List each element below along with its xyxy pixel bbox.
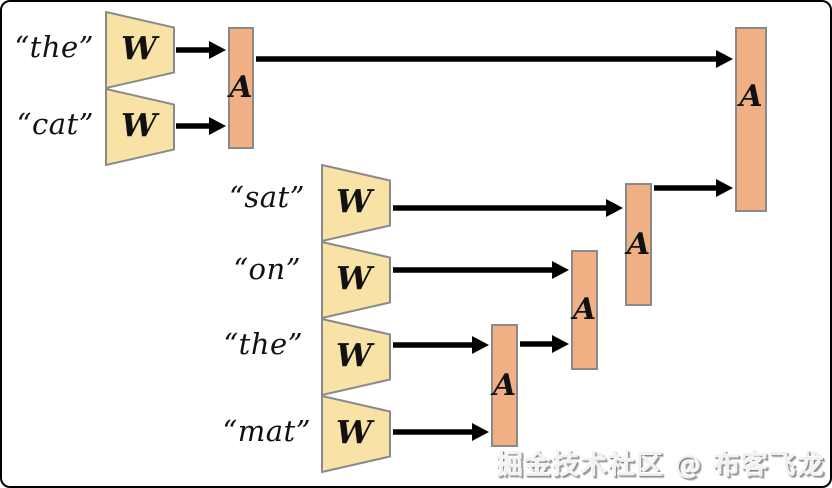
w-unit-label-cat: W [121, 106, 157, 145]
word-label-cat: “cat” [16, 106, 94, 141]
a-unit-label-root: A [739, 79, 763, 114]
word-label-sat: “sat” [229, 179, 305, 214]
w-unit-label-the-1: W [121, 29, 157, 68]
arrowhead-the1-to-a1 [209, 41, 226, 59]
w-trapezoid-on [321, 240, 391, 320]
a-block-sat: A [625, 183, 652, 306]
w-trapezoid-mat [321, 394, 391, 474]
a-unit-label-the-cat: A [229, 70, 253, 105]
arrowhead-sat-to-asat [606, 199, 623, 217]
a-block-the-mat: A [491, 324, 518, 447]
word-label-the-2: “the” [223, 326, 303, 361]
w-trapezoid-the-2 [321, 317, 391, 397]
word-label-on: “on” [233, 251, 301, 286]
watermark-text: 掘金技术社区 @ 布客飞龙 [496, 450, 825, 481]
arrowhead-mat-to-amat [472, 423, 489, 441]
arrowhead-on-to-aon [552, 261, 569, 279]
w-unit-label-on: W [336, 259, 372, 298]
a-unit-label-the-mat: A [492, 367, 517, 403]
w-trapezoid-sat [321, 163, 391, 243]
arrowhead-the2-to-amat [472, 336, 489, 354]
a-block-on: A [571, 250, 598, 370]
w-trapezoid-cat [105, 87, 175, 167]
a-block-the-cat: A [228, 27, 254, 149]
arrowhead-a1-to-abig [716, 50, 733, 68]
a-block-root: A [735, 27, 767, 212]
word-label-the-1: “the” [14, 29, 94, 64]
a-unit-label-sat: A [626, 226, 651, 262]
a-unit-label-on: A [572, 292, 597, 327]
word-label-mat: “mat” [222, 413, 311, 448]
arrowhead-asat-to-abig [716, 179, 733, 197]
w-unit-label-mat: W [336, 413, 372, 452]
arrowhead-cat-to-a1 [209, 117, 226, 135]
w-unit-label-the-2: W [336, 336, 372, 375]
w-trapezoid-the-1 [105, 10, 175, 90]
w-unit-label-sat: W [336, 182, 372, 221]
arrowhead-amat-to-aon [552, 335, 569, 353]
